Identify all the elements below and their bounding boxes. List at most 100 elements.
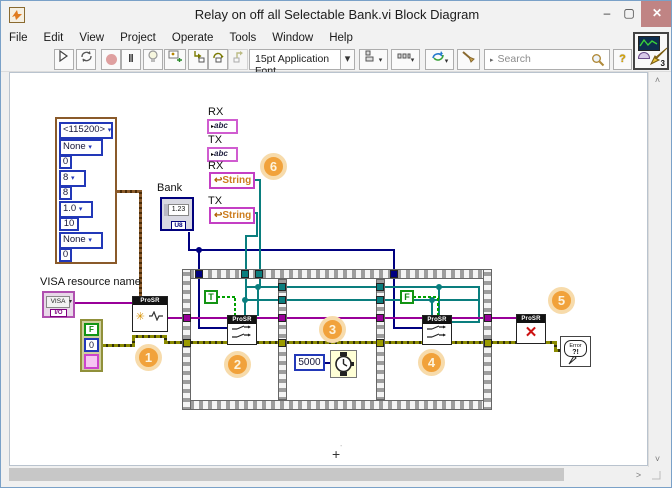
menu-edit[interactable]: Edit bbox=[43, 32, 64, 44]
numeric-field[interactable]: 10 bbox=[59, 217, 79, 231]
wire-bank bbox=[393, 327, 422, 329]
menu-window[interactable]: Window bbox=[272, 32, 314, 44]
tunnel-reference bbox=[255, 270, 263, 278]
wire-error bbox=[554, 341, 557, 351]
data-bits-ring[interactable]: 8 ▾ bbox=[59, 170, 86, 187]
scroll-up-arrow[interactable]: ˄ bbox=[654, 75, 661, 85]
wire-string-ref bbox=[245, 235, 258, 237]
sequence-structure-bottom[interactable] bbox=[182, 400, 492, 410]
menu-tools[interactable]: Tools bbox=[229, 32, 257, 44]
visa-resource-label: VISA resource name bbox=[40, 276, 141, 288]
wire-junction bbox=[255, 284, 261, 290]
visa-resource-control[interactable]: VISA ▾ I/O bbox=[42, 291, 75, 318]
step-badge-3: 3 bbox=[319, 316, 346, 343]
wait-ms-constant[interactable]: 5000 bbox=[294, 354, 325, 371]
menu-bar: File Edit View Project Operate Tools Win… bbox=[1, 29, 671, 48]
numeric-field[interactable]: 0 bbox=[59, 248, 72, 262]
pause-button[interactable]: ‖ bbox=[121, 49, 141, 70]
false-constant[interactable]: F bbox=[400, 290, 414, 304]
reorder-button[interactable]: ▾ bbox=[425, 49, 454, 70]
numeric-field[interactable]: 8 bbox=[59, 186, 72, 200]
search-input[interactable]: ▸Search bbox=[484, 49, 610, 70]
prosr-initialize-vi[interactable]: ProSR ✳ bbox=[132, 296, 168, 332]
wire-visa bbox=[74, 302, 132, 304]
vi-icon-screen bbox=[638, 36, 660, 51]
minimize-button[interactable]: – bbox=[603, 6, 611, 20]
error-status-constant[interactable]: F bbox=[84, 323, 99, 336]
prosr-relay-off-vi[interactable]: ProSR bbox=[422, 315, 452, 345]
parity-ring[interactable]: None ▾ bbox=[59, 232, 103, 249]
menu-help[interactable]: Help bbox=[329, 32, 353, 44]
block-diagram-canvas[interactable]: <115200> ▾ None ▾ 0 8 ▾ 8 1.0 ▾ 10 None … bbox=[9, 72, 648, 466]
menu-file[interactable]: File bbox=[9, 32, 28, 44]
menu-project[interactable]: Project bbox=[120, 32, 156, 44]
tx-string-reference[interactable]: ↩String bbox=[209, 207, 255, 224]
wire-junction bbox=[429, 297, 435, 303]
vi-count-badge: 3 bbox=[660, 59, 665, 68]
wire-error bbox=[546, 341, 556, 344]
rx-string-indicator[interactable]: ▸abc bbox=[207, 119, 238, 134]
tunnel-numeric bbox=[195, 270, 203, 278]
tx-string-indicator[interactable]: ▸abc bbox=[207, 147, 238, 162]
bank-value[interactable]: 1.23 bbox=[168, 204, 189, 216]
simple-error-handler-vi[interactable]: Error ?! bbox=[560, 336, 591, 367]
dropdown-arrow-icon: ▾ bbox=[69, 299, 73, 305]
distribute-objects-button[interactable]: ▾ bbox=[391, 49, 420, 70]
error-code-constant[interactable]: 0 bbox=[84, 338, 99, 352]
scroll-down-arrow[interactable]: ˅ bbox=[654, 454, 661, 464]
visa-value[interactable]: VISA bbox=[46, 296, 70, 308]
prosr-relay-on-vi[interactable]: ProSR bbox=[227, 315, 257, 345]
menu-operate[interactable]: Operate bbox=[171, 32, 214, 44]
wristwatch-icon bbox=[335, 352, 354, 376]
vi-icon[interactable]: 3 bbox=[633, 32, 669, 70]
abc-caret-icon: ▸ bbox=[211, 152, 215, 158]
step-over-button[interactable] bbox=[208, 49, 228, 70]
step-out-button[interactable] bbox=[228, 49, 248, 70]
cleanup-diagram-button[interactable] bbox=[457, 49, 480, 70]
sequence-structure-top[interactable] bbox=[182, 269, 492, 279]
abort-icon bbox=[105, 54, 117, 65]
true-constant[interactable]: T bbox=[204, 290, 218, 304]
font-select[interactable]: 15pt Application Font bbox=[249, 49, 341, 77]
highlight-execution-button[interactable] bbox=[143, 49, 163, 70]
horizontal-scrollbar[interactable]: ˃ bbox=[9, 467, 648, 482]
vertical-scrollbar[interactable]: ˄ ˅ bbox=[648, 72, 665, 467]
tunnel-error bbox=[278, 339, 286, 347]
step-into-button[interactable] bbox=[188, 49, 208, 70]
close-button[interactable]: ✕ bbox=[641, 1, 671, 27]
tunnel-reference bbox=[278, 283, 286, 291]
relay-contacts-icon bbox=[232, 325, 251, 338]
scroll-right-arrow[interactable]: ˃ bbox=[635, 470, 642, 480]
run-continuous-button[interactable] bbox=[76, 49, 96, 70]
error-source-constant[interactable] bbox=[84, 354, 99, 369]
wait-ms-function[interactable] bbox=[330, 350, 357, 378]
bank-control[interactable]: 1.23 U8 bbox=[160, 197, 194, 231]
flow-control-ring[interactable]: None ▾ bbox=[59, 139, 103, 156]
align-objects-button[interactable]: ▾ bbox=[359, 49, 388, 70]
tunnel-visa bbox=[376, 314, 384, 322]
resize-grip[interactable] bbox=[648, 467, 665, 482]
help-button[interactable]: ? bbox=[613, 49, 632, 70]
rx-string-reference[interactable]: ↩String bbox=[209, 172, 255, 189]
step-badge-4: 4 bbox=[418, 349, 445, 376]
horizontal-scrollbar-thumb[interactable] bbox=[9, 468, 564, 481]
font-select-arrow[interactable]: ▾ bbox=[340, 49, 355, 70]
baud-rate-ring[interactable]: <115200> ▾ bbox=[59, 122, 113, 139]
wave-icon bbox=[149, 310, 164, 322]
dropdown-arrow-icon: ▾ bbox=[88, 237, 92, 244]
retain-wire-values-button[interactable] bbox=[164, 49, 186, 70]
bank-label: Bank bbox=[157, 182, 183, 194]
menu-view[interactable]: View bbox=[79, 32, 105, 44]
numeric-field[interactable]: 0 bbox=[59, 155, 72, 169]
abort-button[interactable] bbox=[101, 49, 121, 70]
error-cluster-constant[interactable]: F 0 bbox=[80, 319, 103, 372]
reference-arrow-icon: ↩ bbox=[214, 210, 223, 221]
title-bar[interactable]: Relay on off all Selectable Bank.vi Bloc… bbox=[1, 1, 671, 29]
labview-logo-icon bbox=[9, 7, 25, 23]
stop-bits-ring[interactable]: 1.0 ▾ bbox=[59, 201, 93, 218]
maximize-button[interactable]: ▢ bbox=[623, 6, 635, 20]
prosr-close-vi[interactable]: ProSR ✕ bbox=[516, 314, 546, 344]
serial-config-cluster[interactable]: <115200> ▾ None ▾ 0 8 ▾ 8 1.0 ▾ 10 None … bbox=[55, 117, 117, 264]
run-button[interactable] bbox=[54, 49, 74, 70]
bank-spinner[interactable] bbox=[164, 204, 168, 216]
